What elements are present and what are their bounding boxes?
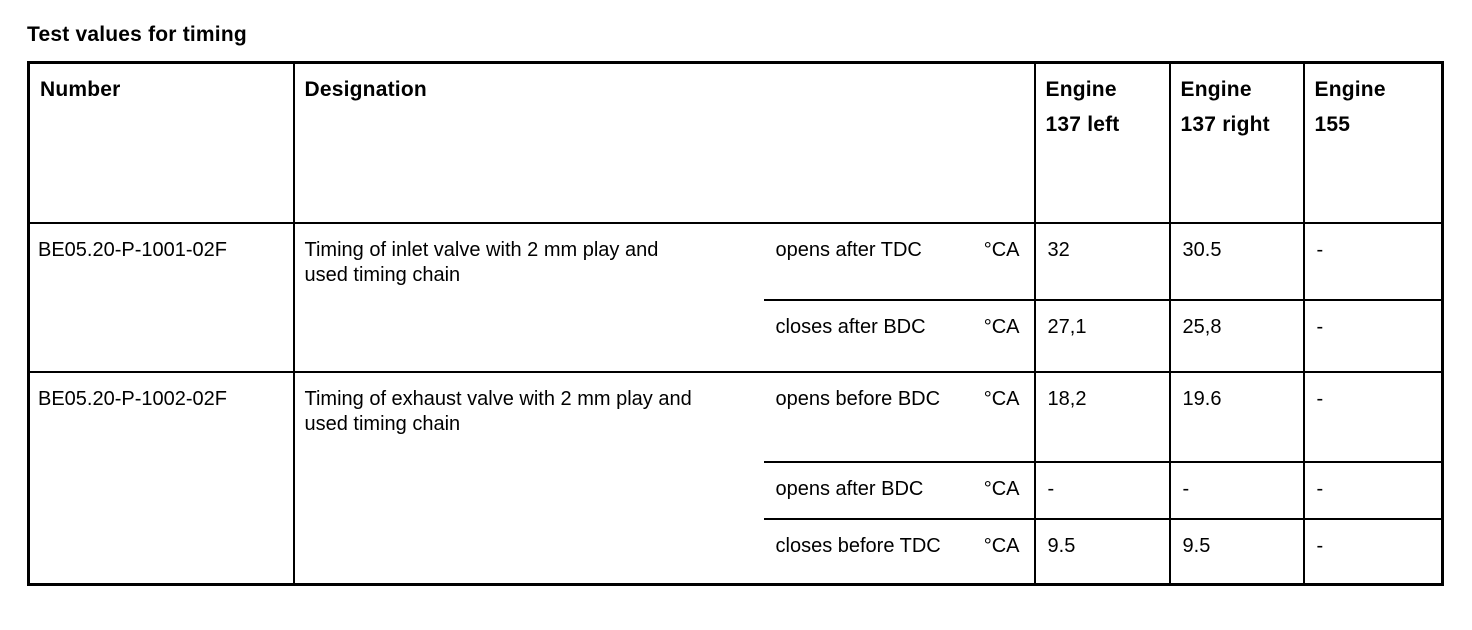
cell-engine-137-left-value: 27,1 — [1033, 298, 1171, 373]
table-row: BE05.20-P-1002-02F Timing of exhaust val… — [27, 370, 1444, 586]
cell-condition-unit: opens before BDC °CA — [763, 370, 1036, 463]
table-row: closes after BDC °CA 27,1 25,8 - — [29, 298, 1444, 373]
column-header-engine-137-right: Engine 137 right — [1168, 61, 1305, 224]
cell-condition-unit: opens after TDC °CA — [763, 221, 1036, 301]
timing-test-values-table: Number Designation Engine 137 left Engin… — [27, 61, 1445, 586]
unit-label: °CA — [983, 387, 1020, 410]
cell-engine-155-value: - — [1302, 460, 1444, 520]
column-header-designation: Designation — [292, 61, 1036, 224]
condition-unit-wrap: closes before TDC °CA — [776, 534, 1020, 559]
cell-engine-137-right-value: - — [1168, 460, 1305, 520]
cell-number: BE05.20-P-1002-02F — [27, 370, 295, 586]
condition-label: closes before TDC — [775, 534, 941, 557]
unit-label: °CA — [983, 477, 1020, 500]
unit-label: °CA — [983, 315, 1020, 338]
table-row: BE05.20-P-1001-02F Timing of inlet valve… — [27, 221, 1444, 373]
condition-unit-wrap: opens after TDC °CA — [776, 238, 1020, 263]
cell-engine-155-value: - — [1302, 370, 1444, 463]
condition-label: opens after BDC — [775, 477, 924, 500]
cell-engine-155-value: - — [1302, 517, 1444, 586]
page-title: Test values for timing — [27, 23, 247, 46]
cell-engine-137-right-value: 30.5 — [1168, 221, 1305, 301]
cell-engine-137-left-value: 32 — [1033, 221, 1171, 301]
column-header-engine-155: Engine 155 — [1302, 61, 1444, 224]
condition-unit-wrap: opens before BDC °CA — [776, 387, 1020, 412]
condition-label: closes after BDC — [775, 315, 926, 338]
unit-label: °CA — [983, 238, 1020, 261]
condition-unit-wrap: opens after BDC °CA — [776, 477, 1020, 502]
cell-engine-137-right-value: 9.5 — [1168, 517, 1305, 586]
cell-engine-155-value: - — [1302, 298, 1444, 373]
cell-condition-unit: opens after BDC °CA — [763, 460, 1036, 520]
cell-condition-unit: closes after BDC °CA — [763, 298, 1036, 373]
column-header-number: Number — [27, 61, 295, 224]
column-header-engine-137-left: Engine 137 left — [1033, 61, 1171, 224]
cell-designation: Timing of exhaust valve with 2 mm play a… — [292, 370, 764, 586]
unit-label: °CA — [983, 534, 1020, 557]
cell-engine-137-right-value: 25,8 — [1168, 298, 1305, 373]
table-row: closes before TDC °CA 9.5 9.5 - — [29, 517, 1444, 586]
table-row: opens after BDC °CA - - - — [29, 460, 1444, 520]
cell-engine-137-left-value: 18,2 — [1033, 370, 1171, 463]
condition-unit-wrap: closes after BDC °CA — [776, 315, 1020, 340]
cell-engine-137-right-value: 19.6 — [1168, 370, 1305, 463]
cell-number: BE05.20-P-1001-02F — [27, 221, 295, 373]
cell-designation: Timing of inlet valve with 2 mm play and… — [292, 221, 764, 373]
condition-label: opens after TDC — [775, 238, 922, 261]
cell-engine-137-left-value: - — [1033, 460, 1171, 520]
cell-engine-155-value: - — [1302, 221, 1444, 301]
cell-condition-unit: closes before TDC °CA — [763, 517, 1036, 586]
cell-engine-137-left-value: 9.5 — [1033, 517, 1171, 586]
condition-label: opens before BDC — [775, 387, 941, 410]
table-header-row: Number Designation Engine 137 left Engin… — [27, 61, 1444, 224]
